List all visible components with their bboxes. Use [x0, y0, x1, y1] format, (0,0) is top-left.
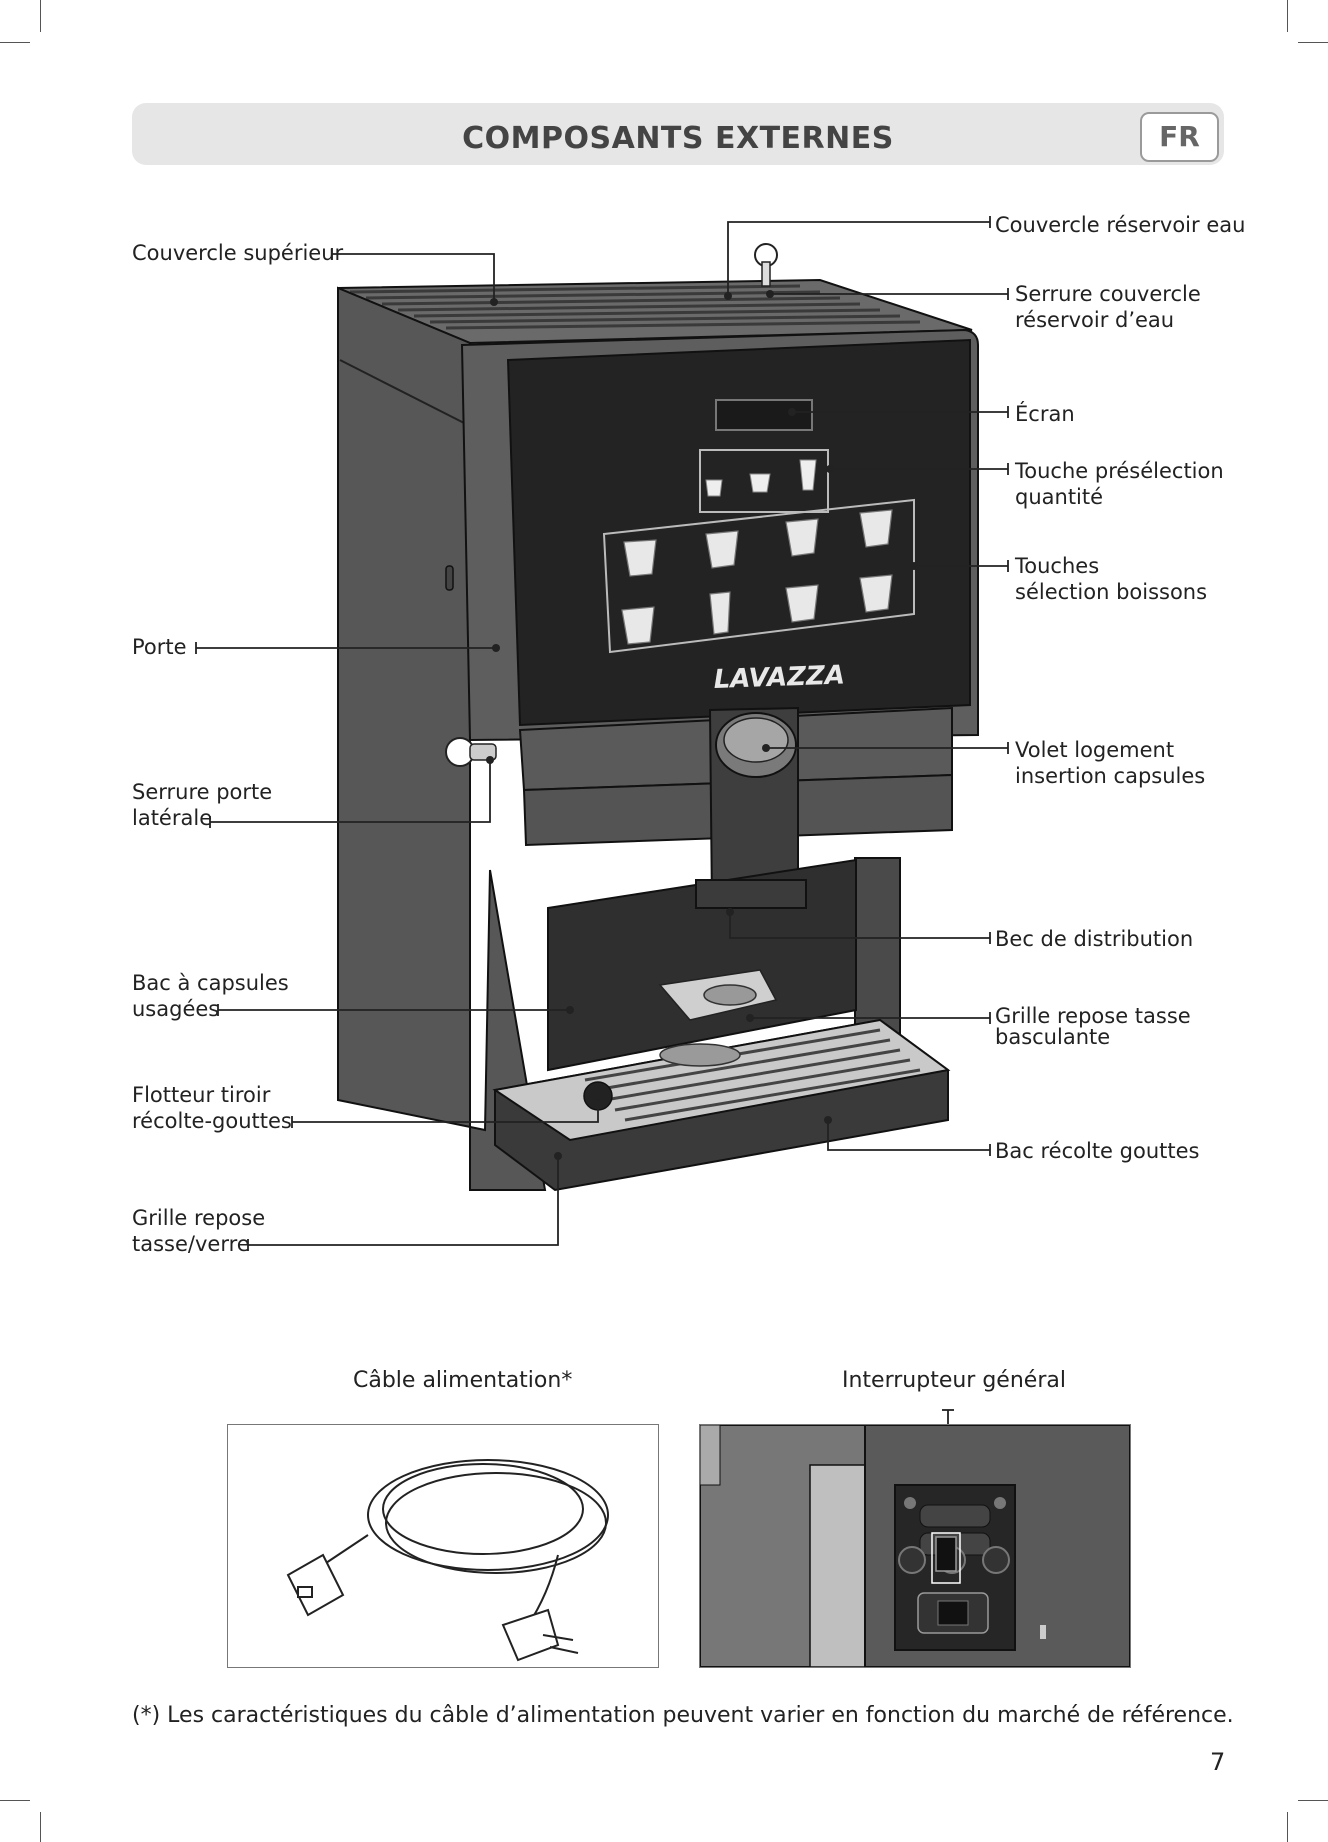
crop-mark	[1287, 1812, 1288, 1842]
dispensing-spout	[695, 879, 807, 909]
crop-mark	[0, 1800, 30, 1801]
power-switch-icon	[935, 1536, 957, 1572]
brand-logo: LAVAZZA	[713, 660, 845, 695]
footnote: (*) Les caractéristiques du câble d’alim…	[132, 1703, 1234, 1728]
leader-dots	[486, 290, 918, 1160]
language-badge: FR	[1140, 112, 1219, 162]
display-screen	[715, 399, 813, 431]
label-porte: Porte	[132, 635, 187, 659]
wall-plug-icon	[501, 1608, 579, 1662]
crop-mark	[1298, 1800, 1328, 1801]
beverage-cup-icons	[621, 509, 893, 645]
main-switch-figure	[699, 1424, 1131, 1668]
beverage-keys-frame	[602, 498, 915, 654]
crop-mark	[1298, 42, 1328, 43]
leader-end-ticks	[195, 216, 1009, 1251]
power-cable-icon	[307, 1459, 609, 1626]
quantity-cup-icons	[705, 459, 817, 497]
label-couvercle-reservoir: Couvercle réservoir eau	[995, 213, 1246, 237]
page-title: COMPOSANTS EXTERNES	[462, 121, 894, 156]
crop-mark	[1287, 0, 1288, 32]
crop-mark	[40, 0, 41, 32]
caption-interrupteur: Interrupteur général	[842, 1368, 1066, 1393]
drip-tray-grid-slots	[584, 1028, 921, 1122]
label-couvercle-superieur: Couvercle supérieur	[132, 241, 344, 265]
connector-plug-icon	[286, 1553, 345, 1617]
crop-mark	[40, 1812, 41, 1842]
crop-mark	[0, 42, 30, 43]
label-ecran: Écran	[1015, 402, 1075, 426]
section-header: COMPOSANTS EXTERNES	[132, 103, 1224, 165]
label-bec: Bec de distribution	[995, 927, 1194, 951]
caption-cable: Câble alimentation*	[353, 1368, 573, 1393]
control-panel	[506, 338, 971, 727]
page-number: 7	[1210, 1748, 1226, 1776]
label-bac-recolte: Bac récolte gouttes	[995, 1139, 1200, 1163]
top-vents	[349, 284, 921, 330]
power-cable-figure	[227, 1424, 659, 1668]
quantity-keys-frame	[699, 449, 829, 513]
